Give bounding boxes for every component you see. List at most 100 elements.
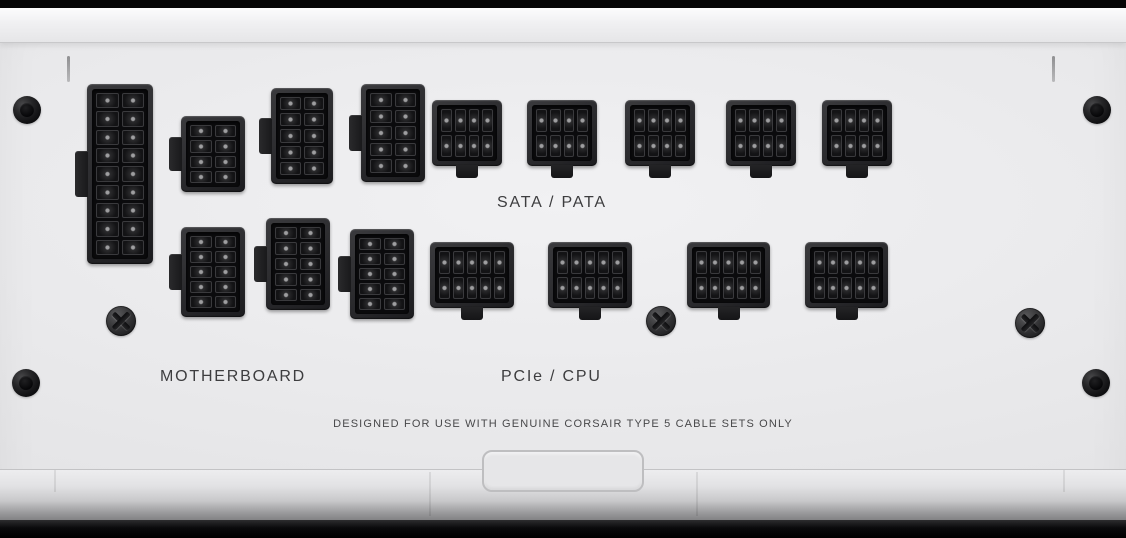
pin-socket bbox=[831, 109, 842, 132]
connector-mount-tab bbox=[846, 165, 868, 178]
pin-socket bbox=[598, 276, 610, 299]
pin-socket bbox=[827, 251, 839, 274]
pin-socket bbox=[647, 109, 659, 132]
top-flange bbox=[0, 8, 1126, 43]
pin-socket bbox=[750, 251, 761, 274]
pin-socket bbox=[584, 276, 596, 299]
pin-socket bbox=[190, 266, 212, 278]
pin-socket bbox=[303, 145, 324, 159]
pin-socket bbox=[214, 281, 236, 293]
philips-screw bbox=[1015, 308, 1045, 338]
pin-grid bbox=[437, 105, 497, 161]
motherboard-connector-4 bbox=[349, 84, 425, 182]
pin-socket bbox=[214, 170, 236, 183]
pin-socket bbox=[303, 161, 324, 175]
pin-socket bbox=[121, 129, 144, 145]
connector-mount-tab bbox=[579, 307, 601, 320]
pin-socket bbox=[675, 134, 686, 157]
pcie-cpu-connector-2 bbox=[548, 242, 632, 320]
pin-socket bbox=[480, 276, 492, 299]
sata-pata-connector-2 bbox=[527, 100, 597, 178]
pin-socket bbox=[577, 134, 588, 157]
sata-pata-connector-3 bbox=[625, 100, 695, 178]
pin-socket bbox=[214, 266, 236, 278]
pin-grid bbox=[810, 247, 883, 303]
pin-socket bbox=[280, 129, 301, 143]
pin-socket bbox=[190, 236, 212, 248]
pin-socket bbox=[214, 296, 236, 308]
pin-socket bbox=[96, 111, 119, 127]
pin-socket bbox=[299, 242, 321, 255]
pin-socket bbox=[748, 134, 760, 157]
pin-socket bbox=[303, 129, 324, 143]
pin-socket bbox=[275, 288, 297, 301]
pin-socket bbox=[96, 129, 119, 145]
pin-socket bbox=[549, 134, 561, 157]
corner-screw bbox=[12, 369, 40, 397]
pin-socket bbox=[383, 268, 405, 280]
connector-mount-tab bbox=[835, 307, 858, 320]
pin-socket bbox=[394, 159, 416, 173]
pin-socket bbox=[275, 227, 297, 240]
pin-socket bbox=[468, 109, 480, 132]
flange-mark-right bbox=[1063, 470, 1065, 492]
pin-socket bbox=[280, 161, 301, 175]
motherboard-connector-1 bbox=[75, 84, 153, 264]
pin-socket bbox=[439, 276, 450, 299]
pin-socket bbox=[577, 109, 588, 132]
connector-mount-tab bbox=[75, 151, 88, 197]
pin-socket bbox=[121, 221, 144, 237]
connector-mount-tab bbox=[649, 165, 671, 178]
pin-socket bbox=[452, 276, 464, 299]
pin-socket bbox=[723, 276, 734, 299]
pin-socket bbox=[536, 109, 547, 132]
pin-socket bbox=[383, 253, 405, 265]
pin-socket bbox=[844, 134, 856, 157]
pin-socket bbox=[549, 109, 561, 132]
pin-grid bbox=[186, 121, 240, 187]
pin-socket bbox=[854, 276, 866, 299]
pin-grid bbox=[92, 89, 148, 259]
pin-socket bbox=[814, 276, 825, 299]
pin-socket bbox=[383, 283, 405, 295]
pin-socket bbox=[827, 276, 839, 299]
pin-socket bbox=[359, 253, 381, 265]
pin-socket bbox=[121, 239, 144, 255]
pin-socket bbox=[394, 142, 416, 157]
pin-grid bbox=[271, 223, 325, 305]
pin-socket bbox=[647, 134, 659, 157]
pin-grid bbox=[827, 105, 887, 161]
pin-socket bbox=[598, 251, 610, 274]
pin-socket bbox=[454, 109, 466, 132]
alignment-slot-right bbox=[1052, 56, 1055, 82]
pin-socket bbox=[563, 134, 575, 157]
pin-socket bbox=[762, 109, 774, 132]
connector-mount-tab bbox=[456, 165, 478, 178]
pin-socket bbox=[482, 134, 493, 157]
pin-socket bbox=[709, 276, 721, 299]
pin-socket bbox=[299, 257, 321, 271]
pin-socket bbox=[121, 184, 144, 200]
alignment-slot-left bbox=[67, 56, 70, 82]
pin-socket bbox=[303, 97, 324, 111]
pin-grid bbox=[355, 234, 409, 314]
pin-socket bbox=[121, 111, 144, 127]
pin-socket bbox=[841, 276, 852, 299]
pin-socket bbox=[370, 126, 392, 140]
pin-socket bbox=[494, 276, 505, 299]
pin-socket bbox=[872, 134, 883, 157]
pin-socket bbox=[96, 93, 119, 109]
pin-socket bbox=[359, 298, 381, 310]
pin-socket bbox=[299, 288, 321, 301]
pin-socket bbox=[370, 142, 392, 157]
pin-socket bbox=[584, 251, 596, 274]
motherboard-connector-7 bbox=[338, 229, 414, 319]
pin-socket bbox=[190, 170, 212, 183]
pin-socket bbox=[214, 236, 236, 248]
pin-socket bbox=[441, 109, 452, 132]
pin-socket bbox=[275, 257, 297, 271]
pcie-cpu-group-label: PCIe / CPU bbox=[501, 368, 602, 385]
pin-socket bbox=[868, 276, 879, 299]
